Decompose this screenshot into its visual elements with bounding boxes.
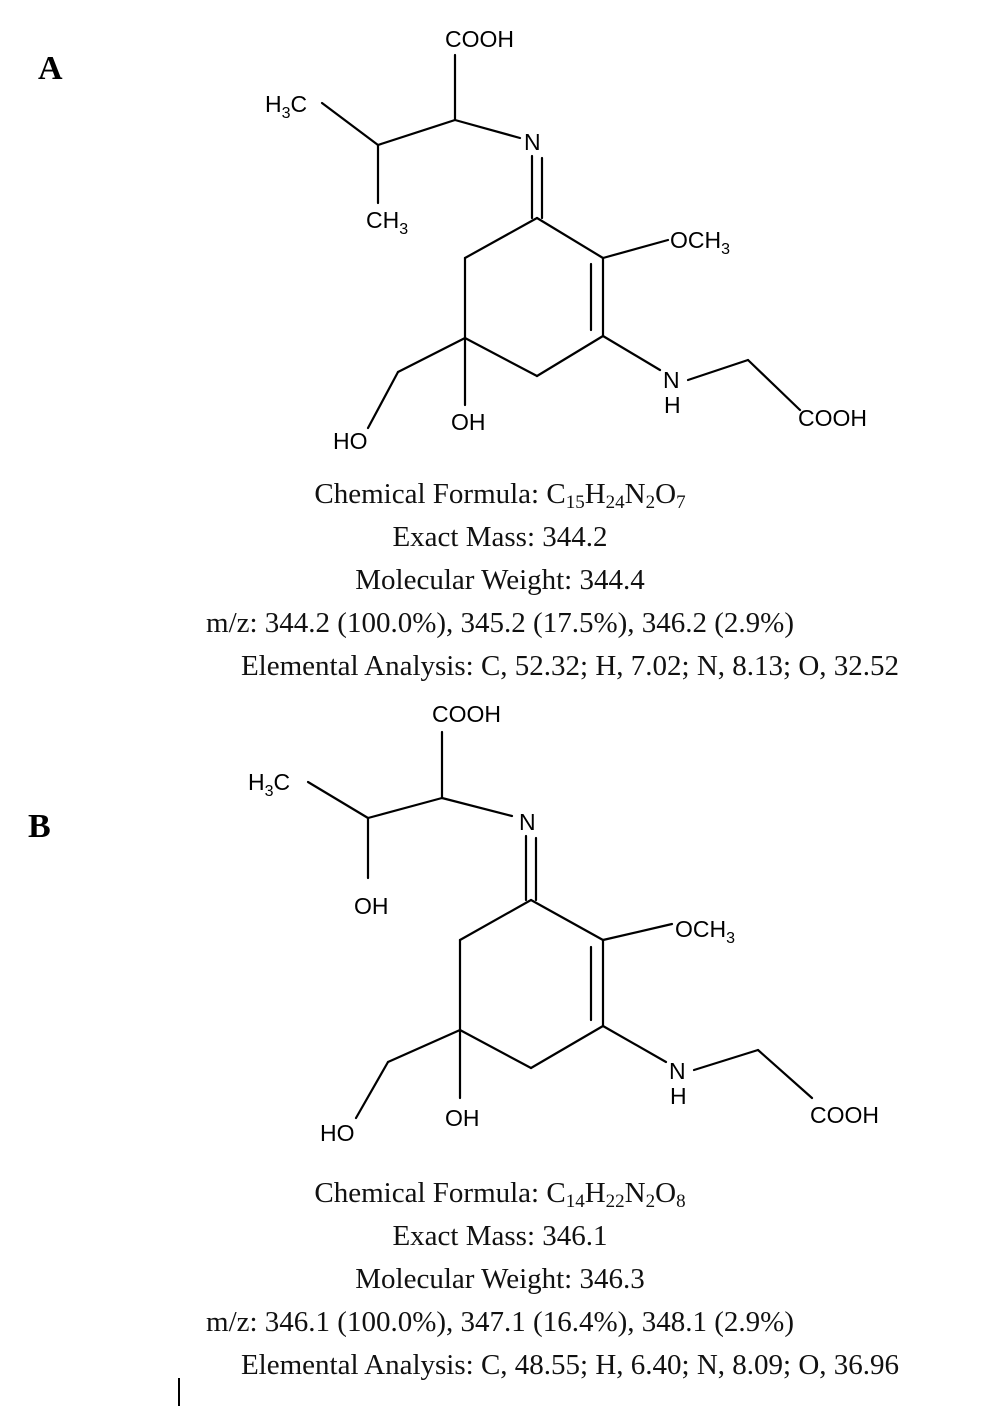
formula-count: 7 <box>676 492 686 513</box>
exact-mass-b: Exact Mass: 346.1 <box>392 1220 608 1252</box>
formula-element: O <box>655 1177 677 1209</box>
atom-oh-b: OH <box>445 1105 480 1131</box>
bond-c5-ch2-a <box>396 336 467 374</box>
bond-beta-methyl-b <box>306 780 370 820</box>
bond-c2-methoxy-b <box>601 922 674 942</box>
atom-n-imine-a: N <box>524 129 541 155</box>
bond-ch2-cooh-b <box>756 1048 814 1100</box>
atom-oh-a: OH <box>451 409 486 435</box>
bond-ch2-ho-b <box>354 1060 390 1120</box>
bond-ring-c6-c1-b <box>458 898 533 942</box>
atom-cooh-top-b: COOH <box>432 701 501 727</box>
elemental-analysis-a: Elemental Analysis: C, 52.32; H, 7.02; N… <box>240 650 900 682</box>
panel-label-a: A <box>38 50 63 87</box>
formula-count: 15 <box>565 492 585 513</box>
atom-ho-a: HO <box>333 428 368 454</box>
bond-ring-c1-c2-b <box>529 898 605 942</box>
atom-methyl-h3c-a: H3C <box>265 91 307 122</box>
mz-b: m/z: 346.1 (100.0%), 347.1 (16.4%), 348.… <box>206 1306 794 1338</box>
structure-b: COOH H3C N OH OCH3 N H COOH OH HO <box>248 701 879 1146</box>
chemical-formula-b: Chemical Formula: C14H22N2O8 <box>314 1177 686 1212</box>
bond-alpha-n-a <box>453 118 522 140</box>
atom-side-oh-b: OH <box>354 893 389 919</box>
bond-beta-methyl-a <box>320 101 380 147</box>
atom-cooh-right-a: COOH <box>798 405 867 431</box>
formula-count: 8 <box>676 1191 686 1212</box>
bond-c5-ch2-b <box>386 1028 462 1064</box>
bond-ch2-ho-a <box>366 370 400 430</box>
bond-alpha-beta-b <box>366 796 444 820</box>
formula-element: N <box>624 478 646 510</box>
formula-element: O <box>655 478 677 510</box>
atom-methyl-ch3-a: CH3 <box>366 207 408 238</box>
bond-ring-c6-c1-a <box>463 216 539 260</box>
bond-ring-c3-c4-b <box>529 1024 605 1070</box>
molecular-weight-b: Molecular Weight: 346.3 <box>355 1263 645 1295</box>
elemental-analysis-b: Elemental Analysis: C, 48.55; H, 6.40; N… <box>240 1349 900 1381</box>
atom-cooh-top-a: COOH <box>445 26 514 52</box>
atom-methyl-h3c-b: H3C <box>248 769 290 800</box>
formula-element: C <box>546 478 566 510</box>
structure-a: COOH H3C N CH3 OCH3 N H COOH OH HO <box>265 26 867 454</box>
bond-ring-c3-c4-a <box>535 334 605 378</box>
formula-count: 14 <box>565 1191 585 1212</box>
formula-count: 22 <box>605 1191 625 1212</box>
atom-nh-n-a: N <box>663 367 680 393</box>
formula-element: N <box>624 1177 646 1209</box>
mz-a: m/z: 344.2 (100.0%), 345.2 (17.5%), 346.… <box>206 607 794 639</box>
text-cursor-mark <box>178 1378 180 1406</box>
properties-a: Chemical Formula: C15H24N2O7 Exact Mass:… <box>0 473 1000 688</box>
atom-methoxy-a: OCH3 <box>670 227 730 258</box>
bond-ring-c4-c5-b <box>458 1028 533 1070</box>
atom-cooh-right-b: COOH <box>810 1102 879 1128</box>
chemical-formula-a: Chemical Formula: C15H24N2O7 <box>314 478 686 513</box>
atom-nh-h-a: H <box>664 392 681 418</box>
formula-count: 2 <box>645 1191 656 1212</box>
properties-b: Chemical Formula: C14H22N2O8 Exact Mass:… <box>0 1172 1000 1387</box>
panel-label-b: B <box>28 808 51 845</box>
bond-c2-methoxy-a <box>601 238 670 260</box>
molecular-weight-a: Molecular Weight: 344.4 <box>355 564 645 596</box>
formula-element: H <box>584 1177 606 1209</box>
bond-nh-ch2-b <box>692 1048 760 1072</box>
atom-methoxy-b: OCH3 <box>675 916 735 947</box>
bond-alpha-n-b <box>440 796 514 818</box>
bond-c3-nh-b <box>601 1024 668 1064</box>
formula-element: H <box>584 478 606 510</box>
bond-ring-c4-c5-a <box>463 336 539 378</box>
atom-ho-b: HO <box>320 1120 355 1146</box>
formula-count: 24 <box>605 492 625 513</box>
bond-ch2-cooh-a <box>746 358 802 412</box>
exact-mass-a: Exact Mass: 344.2 <box>392 521 608 553</box>
formula-count: 2 <box>645 492 656 513</box>
bond-c3-nh-a <box>601 334 662 372</box>
atom-nh-h-b: H <box>670 1083 687 1109</box>
atom-n-imine-b: N <box>519 809 536 835</box>
formula-element: C <box>546 1177 566 1209</box>
bond-alpha-beta-a <box>376 118 457 147</box>
bond-nh-ch2-a <box>686 358 750 382</box>
bond-ring-c1-c2-a <box>535 216 605 260</box>
atom-nh-n-b: N <box>669 1058 686 1084</box>
